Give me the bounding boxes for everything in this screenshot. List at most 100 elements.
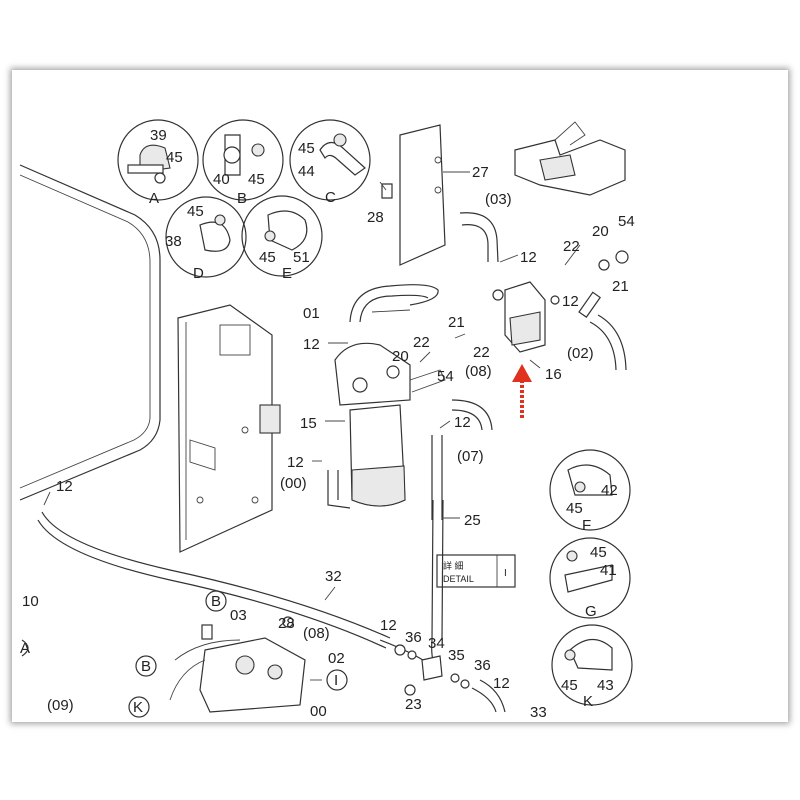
label-ref-b: B (141, 658, 151, 675)
label-ref-k: K (133, 699, 143, 716)
label-34: 34 (428, 635, 445, 652)
detail-circle-a (117, 119, 199, 201)
label-45: 45 (166, 149, 183, 166)
label-10: 10 (22, 593, 39, 610)
water-separator-16 (492, 281, 560, 353)
label-detail-k: K (583, 693, 593, 710)
label-28: 28 (278, 615, 295, 632)
reference-markers (21, 590, 348, 718)
label-36: 36 (474, 657, 491, 674)
isometric-inset (514, 121, 626, 196)
part-labels: 39 45 A 40 45 B 45 44 C 45 38 D 45 51 E … (20, 127, 635, 721)
label-45: 45 (561, 677, 578, 694)
label-54: 54 (437, 368, 454, 385)
detail-circle-f (549, 449, 631, 531)
label-09: (09) (47, 697, 74, 714)
label-22: 22 (473, 344, 490, 361)
label-detail-e: E (282, 265, 292, 282)
label-00: (00) (280, 475, 307, 492)
label-43: 43 (597, 677, 614, 694)
label-22: 22 (563, 238, 580, 255)
label-12: 12 (562, 293, 579, 310)
detail-note: 詳 細 DETAIL I (436, 554, 516, 588)
label-45: 45 (566, 500, 583, 517)
fitting-20-54 (578, 250, 629, 318)
label-51: 51 (293, 249, 310, 266)
label-27: 27 (472, 164, 489, 181)
hose-01 (349, 284, 439, 323)
label-20: 20 (392, 348, 409, 365)
label-08: (08) (303, 625, 330, 642)
label-22: 22 (413, 334, 430, 351)
label-45: 45 (590, 544, 607, 561)
fuel-tank (19, 164, 161, 501)
lower-fittings (379, 639, 506, 713)
label-12: 12 (303, 336, 320, 353)
label-41: 41 (600, 562, 617, 579)
label-12: 12 (520, 249, 537, 266)
label-08: (08) (465, 363, 492, 380)
label-00: 00 (310, 703, 327, 720)
lower-pump-assembly (169, 616, 306, 713)
hose-00 (327, 470, 351, 509)
label-detail-c: C (325, 189, 336, 206)
label-21: 21 (448, 314, 465, 331)
label-32: 32 (325, 568, 342, 585)
label-ref-b: B (211, 593, 221, 610)
label-ref-i: I (334, 672, 338, 689)
label-21: 21 (612, 278, 629, 295)
label-01: 01 (303, 305, 320, 322)
bracket-27 (381, 124, 446, 266)
label-35: 35 (448, 647, 465, 664)
fuel-filter-15 (334, 342, 446, 507)
red-arrow (512, 364, 532, 418)
label-38: 38 (165, 233, 182, 250)
label-45: 45 (248, 171, 265, 188)
hose-32 (41, 511, 391, 639)
label-33: 33 (530, 704, 547, 721)
label-detail-g: G (585, 603, 597, 620)
hose-03 (459, 212, 499, 263)
label-02: 02 (328, 650, 345, 667)
detail-circle-d (165, 196, 247, 278)
label-20: 20 (592, 223, 609, 240)
label-39: 39 (150, 127, 167, 144)
label-02: (02) (567, 345, 594, 362)
label-12: 12 (493, 675, 510, 692)
label-detail-f: F (582, 517, 591, 534)
hose-08 (451, 399, 493, 431)
label-detail-a: A (149, 190, 159, 207)
label-12: 12 (454, 414, 471, 431)
label-40: 40 (213, 171, 230, 188)
detail-circle-e (241, 195, 323, 277)
label-07: (07) (457, 448, 484, 465)
detail-circle-g (549, 537, 631, 619)
label-54: 54 (618, 213, 635, 230)
label-12: 12 (380, 617, 397, 634)
leader-lines (43, 171, 581, 681)
detail-circle-k (551, 624, 633, 706)
label-45: 45 (259, 249, 276, 266)
detail-note-mark: I (504, 568, 507, 579)
label-42: 42 (601, 482, 618, 499)
label-12: 12 (287, 454, 304, 471)
hose-02 (597, 314, 627, 371)
label-15: 15 (300, 415, 317, 432)
label-detail-d: D (193, 265, 204, 282)
detail-note-glyphs: 詳 細 (443, 560, 464, 571)
label-ref-a: A (20, 640, 30, 657)
label-45: 45 (187, 203, 204, 220)
label-03: (03) (485, 191, 512, 208)
label-12: 12 (56, 478, 73, 495)
label-45: 45 (298, 140, 315, 157)
label-03: 03 (230, 607, 247, 624)
label-16: 16 (545, 366, 562, 383)
label-detail-b: B (237, 190, 247, 207)
label-25: 25 (464, 512, 481, 529)
detail-circle-c (289, 119, 371, 201)
mounting-bracket-plate (177, 304, 281, 553)
label-44: 44 (298, 163, 315, 180)
label-36: 36 (405, 629, 422, 646)
label-28: 28 (367, 209, 384, 226)
